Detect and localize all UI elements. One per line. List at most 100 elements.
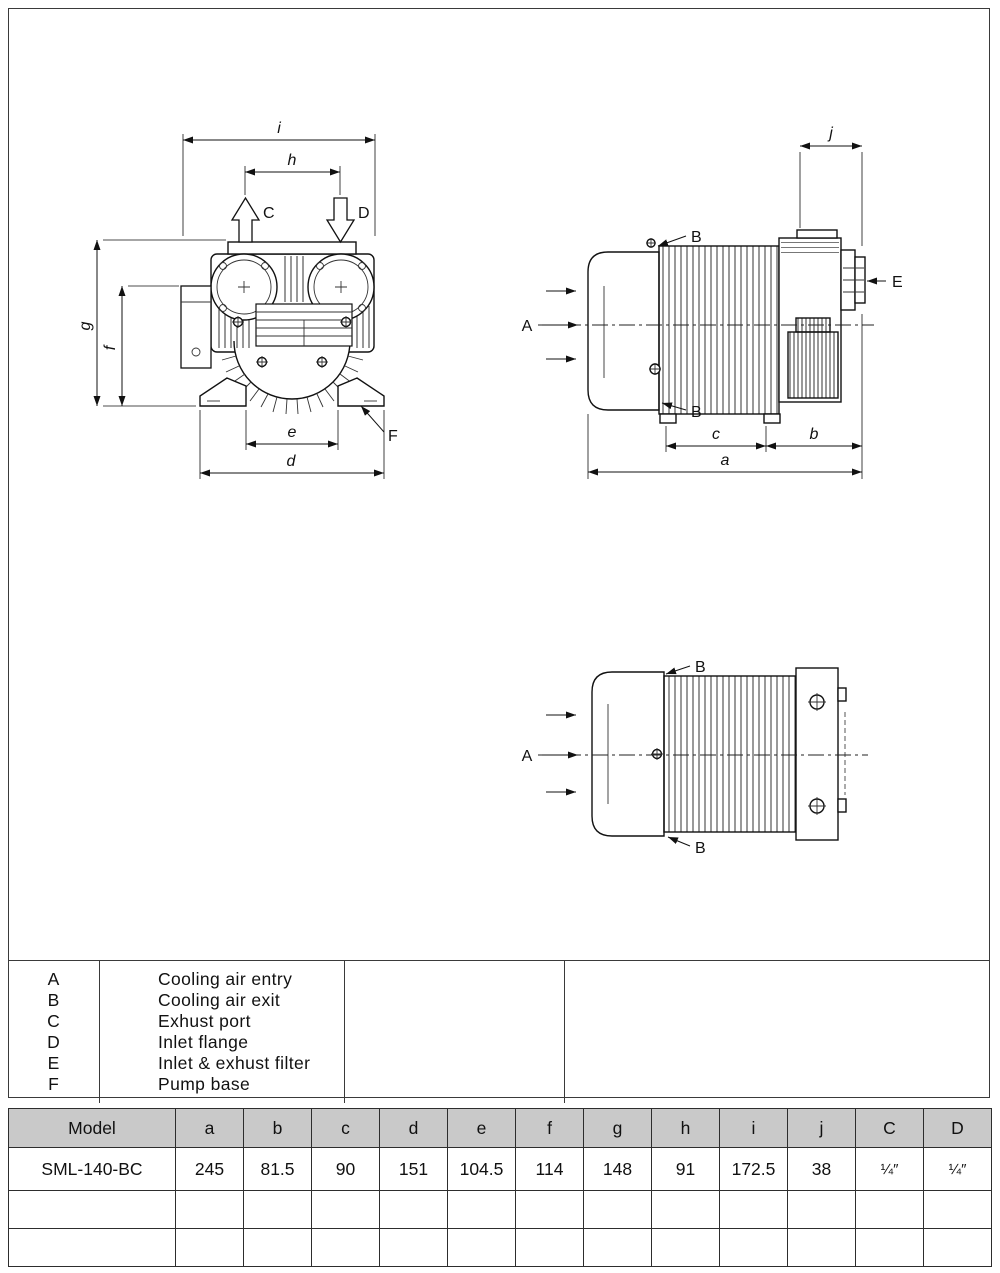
legend-key-d: D bbox=[47, 1032, 60, 1052]
dim-d: d bbox=[199, 410, 385, 479]
dim-f: f bbox=[102, 285, 179, 406]
legend-desc-e: Inlet & exhust filter bbox=[158, 1053, 311, 1073]
side-view: A B B E j c bbox=[522, 125, 903, 479]
spec-empty-row-1 bbox=[8, 1190, 992, 1229]
label-air-entry-2: A bbox=[522, 748, 533, 765]
legend-descriptions-column: Cooling air entry Cooling air exit Exhus… bbox=[100, 961, 345, 1103]
spec-cell-j: 38 bbox=[787, 1147, 856, 1191]
label-air-entry: A bbox=[522, 318, 533, 335]
body-fins-center bbox=[280, 256, 304, 302]
legend-key-a: A bbox=[47, 969, 60, 989]
legend-keys-column: A B C D E F bbox=[8, 961, 100, 1103]
dim-label-h: h bbox=[288, 152, 297, 169]
dim-label-b: b bbox=[810, 426, 819, 443]
plate-tab-bottom bbox=[837, 798, 847, 813]
dim-a: a bbox=[587, 414, 862, 479]
spec-header-e: e bbox=[447, 1108, 516, 1148]
dim-label-i: i bbox=[277, 120, 281, 137]
sheet-border bbox=[8, 8, 990, 1098]
spec-header-D: D bbox=[923, 1108, 992, 1148]
junction-box bbox=[180, 285, 212, 369]
body-fins-right bbox=[356, 306, 372, 348]
dim-label-c: c bbox=[712, 426, 720, 443]
dim-label-d: d bbox=[287, 453, 297, 470]
dim-g: g bbox=[77, 239, 226, 407]
motor-fins-2 bbox=[663, 675, 797, 833]
spec-cell-b: 81.5 bbox=[243, 1147, 312, 1191]
spec-header-a: a bbox=[175, 1108, 244, 1148]
legend-key-c: C bbox=[47, 1011, 60, 1031]
spec-cell-a: 245 bbox=[175, 1147, 244, 1191]
spec-cell-h: 91 bbox=[651, 1147, 720, 1191]
spec-cell-e: 104.5 bbox=[447, 1147, 516, 1191]
spec-header-model: Model bbox=[8, 1108, 176, 1148]
air-exit-leader-top: B bbox=[657, 229, 702, 247]
filter-cap bbox=[840, 249, 866, 311]
spec-header-b: b bbox=[243, 1108, 312, 1148]
dim-b: b bbox=[766, 314, 863, 479]
technical-drawing: C D i h g f bbox=[77, 120, 903, 857]
side-foot-right bbox=[763, 413, 781, 424]
front-view: C D i h g f bbox=[77, 120, 398, 479]
spec-header-C: C bbox=[855, 1108, 924, 1148]
spec-header-d: d bbox=[379, 1108, 448, 1148]
fan-cover bbox=[587, 251, 660, 411]
spec-cell-f: 114 bbox=[515, 1147, 584, 1191]
dim-label-g: g bbox=[77, 321, 94, 330]
pump-sump-fill bbox=[234, 341, 350, 399]
side-foot-left bbox=[659, 413, 677, 424]
nameplate bbox=[255, 303, 353, 347]
head-top-boss bbox=[796, 229, 838, 239]
bottom-view: A B B bbox=[522, 659, 868, 857]
label-air-exit-top: B bbox=[691, 229, 702, 246]
air-exit-leader-bottom: B bbox=[661, 402, 702, 421]
dim-c: c bbox=[665, 426, 767, 452]
end-plate-bolts bbox=[808, 693, 826, 815]
spec-empty-row-2 bbox=[8, 1228, 992, 1267]
label-inlet-flange: D bbox=[358, 205, 370, 222]
exhaust-port-arrow bbox=[230, 196, 261, 243]
cover-screws bbox=[232, 316, 352, 368]
dim-i: i bbox=[182, 120, 376, 236]
spec-header-j: j bbox=[787, 1108, 856, 1148]
spec-header-c: c bbox=[311, 1108, 380, 1148]
label-pump-base: F bbox=[388, 428, 398, 445]
dim-label-j: j bbox=[827, 125, 833, 142]
filter-leader: E bbox=[867, 274, 903, 291]
air-entry-arrows-2: A bbox=[522, 711, 578, 796]
spec-empty-cell bbox=[8, 1228, 176, 1267]
coupling bbox=[787, 331, 839, 399]
fan-cover-2 bbox=[591, 671, 665, 837]
spec-cell-g: 148 bbox=[583, 1147, 652, 1191]
spec-header-h: h bbox=[651, 1108, 720, 1148]
port-plate bbox=[227, 241, 357, 255]
air-entry-arrows: A bbox=[522, 287, 578, 363]
legend-key-b: B bbox=[47, 990, 60, 1010]
plate-tab-top bbox=[837, 687, 847, 702]
label-exhaust-port: C bbox=[263, 205, 275, 222]
legend-desc-a: Cooling air entry bbox=[158, 969, 293, 989]
legend-key-e: E bbox=[47, 1053, 60, 1073]
spec-empty-cell bbox=[8, 1190, 176, 1229]
label-air-exit-bottom-2: B bbox=[695, 840, 706, 857]
label-air-exit-bottom: B bbox=[691, 404, 702, 421]
spec-cell-C: ¼″ bbox=[855, 1147, 924, 1191]
motor-fins bbox=[658, 245, 780, 415]
legend-desc-c: Exhust port bbox=[158, 1011, 251, 1031]
dim-e: e bbox=[245, 410, 339, 450]
spec-cell-model: SML-140-BC bbox=[8, 1147, 176, 1191]
spec-header-row: Model a b c d e f g h i j C D bbox=[8, 1108, 992, 1148]
dim-j: j bbox=[799, 125, 863, 246]
label-filter: E bbox=[892, 274, 903, 291]
spec-cell-d: 151 bbox=[379, 1147, 448, 1191]
spec-header-i: i bbox=[719, 1108, 788, 1148]
legend-key-f: F bbox=[48, 1074, 59, 1094]
dimension-table: Model a b c d e f g h i j C D SML-140-BC… bbox=[8, 1108, 992, 1267]
legend-desc-b: Cooling air exit bbox=[158, 990, 281, 1010]
spec-cell-i: 172.5 bbox=[719, 1147, 788, 1191]
legend-desc-f: Pump base bbox=[158, 1074, 251, 1094]
spec-header-f: f bbox=[515, 1108, 584, 1148]
pump-sump bbox=[233, 340, 351, 400]
spec-data-row: SML-140-BC 245 81.5 90 151 104.5 114 148… bbox=[8, 1147, 992, 1191]
